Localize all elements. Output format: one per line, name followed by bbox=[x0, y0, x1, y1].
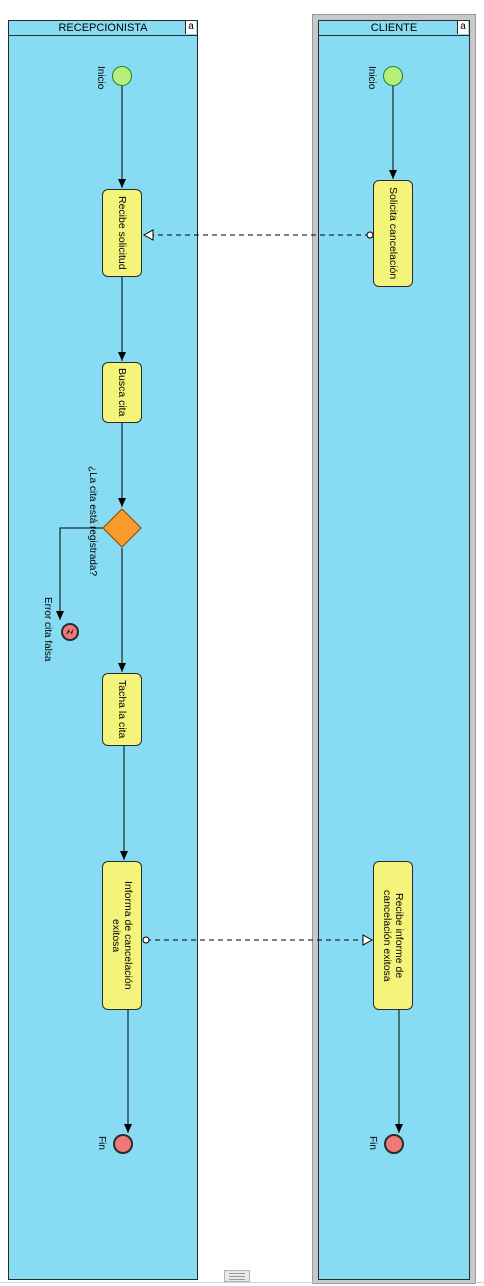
resize-handle-icon[interactable] bbox=[224, 1270, 250, 1282]
pool-header-recepcionista[interactable]: RECEPCIONISTA a bbox=[9, 21, 197, 36]
task-tacha-cita[interactable]: Tacha la cita bbox=[102, 673, 142, 746]
task-label: Informa de cancelación exitosa bbox=[110, 881, 134, 990]
task-recibe-solicitud[interactable]: Recibe solicitud bbox=[102, 189, 142, 277]
task-label: Recibe solicitud bbox=[116, 196, 128, 270]
error-label: Error cita falsa bbox=[42, 597, 53, 662]
task-label: Busca cita bbox=[116, 368, 128, 417]
end-label-recepcionista: Fin bbox=[96, 1136, 107, 1150]
task-label: Recibe informe de cancelación exitosa bbox=[381, 889, 405, 982]
pool-header-cliente[interactable]: CLIENTE a bbox=[319, 21, 469, 36]
task-solicita-cancelacion[interactable]: Solicita cancelación bbox=[373, 180, 413, 287]
flow-gateway-to-error[interactable] bbox=[56, 527, 103, 620]
pool-corner-icon[interactable]: a bbox=[457, 21, 468, 34]
task-busca-cita[interactable]: Busca cita bbox=[102, 362, 142, 423]
error-end-event[interactable] bbox=[61, 623, 79, 641]
pool-title-recepcionista: RECEPCIONISTA bbox=[58, 22, 148, 34]
end-event-cliente[interactable] bbox=[384, 1134, 404, 1154]
start-event-cliente[interactable] bbox=[383, 66, 403, 86]
lightning-error-icon bbox=[66, 628, 74, 635]
task-label: Tacha la cita bbox=[116, 680, 128, 739]
gateway-label: ¿La cita está registrada? bbox=[87, 466, 98, 577]
start-label-recepcionista: Inicio bbox=[95, 66, 106, 90]
end-event-recepcionista[interactable] bbox=[113, 1134, 133, 1154]
canvas-bottom-edge bbox=[0, 1282, 484, 1283]
pool-title-cliente: CLIENTE bbox=[370, 22, 418, 34]
start-label-cliente: Inicio bbox=[366, 66, 377, 90]
end-label-cliente: Fin bbox=[367, 1136, 378, 1150]
task-label: Solicita cancelación bbox=[387, 187, 399, 280]
pool-corner-icon[interactable]: a bbox=[185, 21, 196, 34]
task-recibe-informe[interactable]: Recibe informe de cancelación exitosa bbox=[373, 861, 413, 1010]
start-event-recepcionista[interactable] bbox=[112, 66, 132, 86]
task-informa-cancelacion[interactable]: Informa de cancelación exitosa bbox=[102, 861, 142, 1010]
